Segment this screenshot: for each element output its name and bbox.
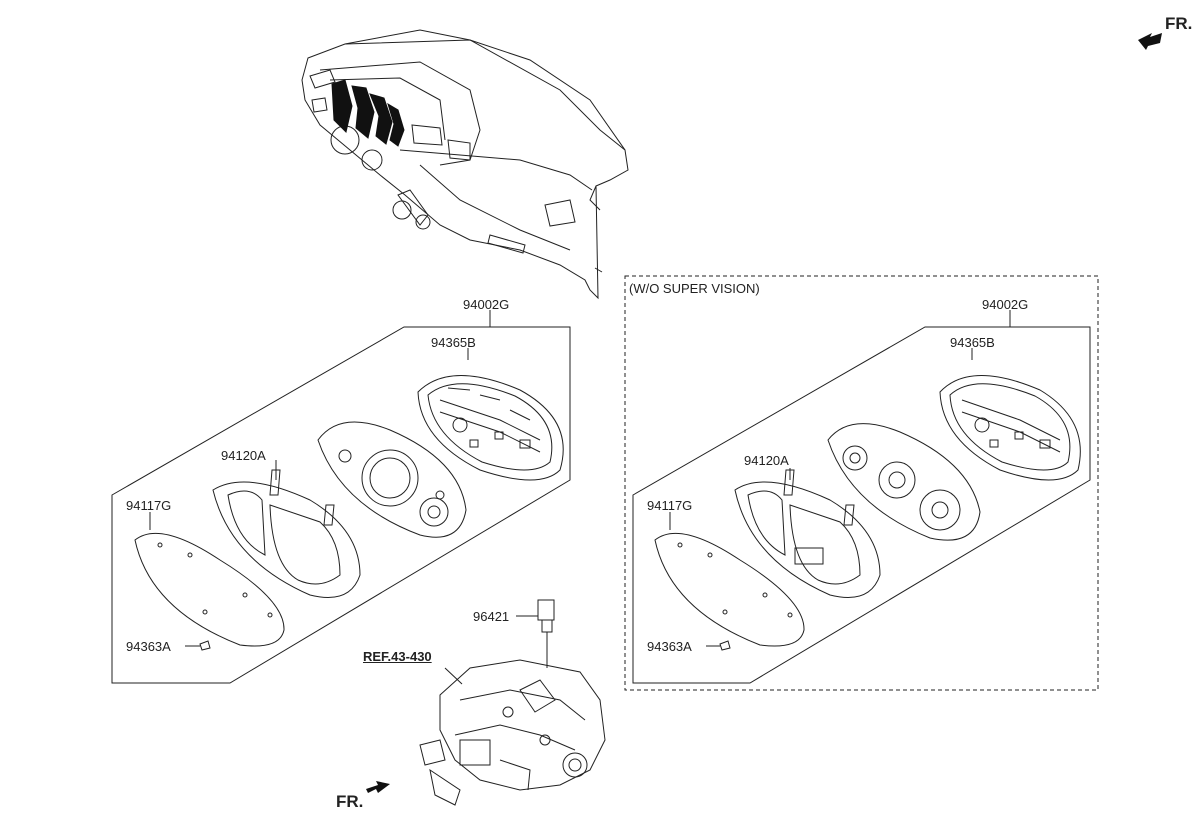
right-cluster-case bbox=[939, 375, 1081, 481]
sensor-label: 96421 bbox=[473, 609, 510, 624]
right-window bbox=[654, 532, 805, 647]
left-mask bbox=[212, 469, 361, 598]
left-window bbox=[134, 532, 285, 647]
left-window-label: 94117G bbox=[126, 498, 172, 513]
ref-link[interactable]: REF.43-430 bbox=[363, 649, 432, 664]
variant-label: (W/O SUPER VISION) bbox=[629, 281, 760, 296]
right-mask-label: 94120A bbox=[744, 453, 789, 468]
fr-label-bottom: FR. bbox=[336, 792, 364, 811]
variant-dashed-box bbox=[624, 275, 1099, 691]
fr-arrow-top-icon bbox=[1138, 33, 1162, 50]
right-cluster-case-label: 94365B bbox=[950, 335, 995, 350]
transmission-illustration bbox=[419, 659, 606, 806]
left-assembly-label: 94002G bbox=[463, 297, 510, 312]
right-screw-icon bbox=[719, 640, 731, 651]
left-group-outline bbox=[111, 310, 571, 684]
left-screw-icon bbox=[199, 640, 211, 651]
right-gauge-plate bbox=[827, 423, 981, 541]
left-mask-label: 94120A bbox=[221, 448, 266, 463]
fr-label-top: FR. bbox=[1165, 14, 1193, 33]
right-mask bbox=[734, 469, 881, 598]
right-screw-label: 94363A bbox=[647, 639, 692, 654]
fr-arrow-bottom-icon bbox=[366, 781, 390, 793]
speed-sensor bbox=[516, 599, 555, 668]
right-group-outline bbox=[632, 310, 1091, 684]
left-cluster-case bbox=[417, 375, 564, 481]
left-screw-label: 94363A bbox=[126, 639, 171, 654]
left-gauge-plate bbox=[317, 421, 467, 538]
left-cluster-case-label: 94365B bbox=[431, 335, 476, 350]
right-assembly-label: 94002G bbox=[982, 297, 1029, 312]
right-window-label: 94117G bbox=[647, 498, 693, 513]
highlighted-cluster bbox=[331, 79, 405, 147]
dashboard-illustration bbox=[301, 29, 629, 300]
